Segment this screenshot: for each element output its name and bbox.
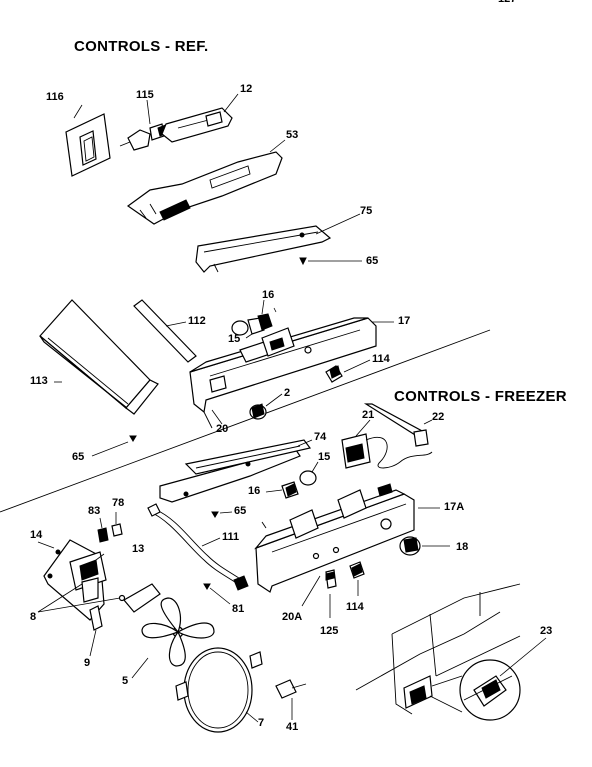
section-title-ref: CONTROLS - REF. [74, 38, 209, 55]
callout-114-lower: 114 [346, 601, 364, 613]
callout-15-upper: 15 [228, 333, 241, 345]
callout-112: 112 [188, 315, 206, 327]
callout-7: 7 [258, 717, 265, 729]
callout-21: 21 [362, 409, 375, 421]
part-113-trough [40, 300, 158, 414]
part-18-knob [400, 537, 450, 555]
callout-114-upper: 114 [372, 353, 390, 365]
part-23-cabinet-detail [356, 584, 546, 720]
part-114-knob-upper [326, 360, 370, 382]
callout-65-upper: 65 [366, 255, 379, 267]
callout-65-middle: 65 [234, 505, 247, 517]
part-74-cover [160, 440, 312, 502]
callout-23: 23 [540, 625, 553, 637]
part-116-switch-detail [66, 105, 110, 176]
callout-13: 13 [132, 543, 145, 555]
part-13-14-fan-motor [38, 540, 106, 620]
part-115-switch [120, 100, 170, 150]
part-20a-125-114-lower [302, 562, 364, 618]
callout-115: 115 [136, 89, 154, 101]
callout-8: 8 [30, 611, 37, 623]
part-5-fan-blade [132, 598, 214, 678]
part-17a-control-housing [256, 484, 440, 592]
callout-75: 75 [360, 205, 373, 217]
callout-83: 83 [88, 505, 101, 517]
callout-111: 111 [222, 531, 240, 543]
part-65-screw-upper [300, 258, 362, 264]
callout-20a: 20A [282, 611, 303, 623]
part-65-screw-lower [92, 436, 136, 456]
callout-65-lower: 65 [72, 451, 85, 463]
part-15-16-bulb-socket-lower [266, 462, 318, 498]
callout-41: 41 [286, 721, 299, 733]
callout-125: 125 [320, 625, 339, 637]
callout-78: 78 [112, 497, 125, 509]
part-65-screw-middle [212, 512, 232, 517]
part-22-probe [366, 404, 432, 446]
part-53-housing [128, 140, 285, 224]
callout-12: 12 [240, 83, 253, 95]
callout-14: 14 [30, 529, 43, 541]
callout-17a: 17A [444, 501, 465, 513]
section-title-freezer: CONTROLS - FREEZER [394, 388, 567, 405]
callout-20: 20 [216, 423, 229, 435]
part-21-thermostat [342, 420, 432, 468]
part-81-screw [204, 584, 230, 604]
callout-16-upper: 16 [262, 289, 275, 301]
callout-2: 2 [284, 387, 291, 399]
part-112-tube [134, 300, 196, 362]
part-75-plate [196, 214, 360, 272]
callout-17: 17 [398, 315, 411, 327]
callout-9: 9 [84, 657, 91, 669]
part-41-screw [276, 680, 306, 720]
callout-16-lower: 16 [248, 485, 261, 497]
callout-116: 116 [46, 91, 64, 103]
callout-22: 22 [432, 411, 445, 423]
part-2-knob [250, 394, 282, 419]
callout-53: 53 [286, 129, 299, 141]
page-corner-number: 127 [498, 0, 516, 5]
callout-74: 74 [314, 431, 327, 443]
part-mount-bracket [124, 584, 160, 612]
section-divider-line [0, 330, 490, 512]
part-7-fan-shroud [176, 648, 262, 732]
callout-81: 81 [232, 603, 245, 615]
part-78-83-clips [98, 512, 122, 542]
part-15-16-bulb-socket [232, 300, 276, 338]
part-111-harness [148, 504, 248, 590]
callout-113: 113 [30, 375, 48, 387]
callout-18: 18 [456, 541, 469, 553]
part-12-bracket [162, 94, 238, 142]
callout-15-lower: 15 [318, 451, 331, 463]
part-17-control-housing [190, 318, 394, 428]
part-8-leads [38, 584, 125, 612]
part-9-clip [90, 606, 102, 656]
callout-5: 5 [122, 675, 129, 687]
